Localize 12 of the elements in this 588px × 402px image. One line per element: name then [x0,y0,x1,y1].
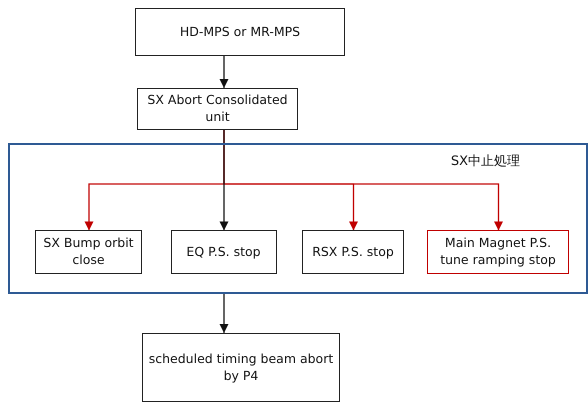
group-box [8,143,588,294]
process-box: RSX P.S. stop [302,230,404,274]
process-box: HD-MPS or MR-MPS [135,8,345,56]
process-box: SX Bump orbit close [35,230,142,274]
arrow [219,130,229,230]
arrow [219,294,229,333]
process-box: Main Magnet P.S. tune ramping stop [427,230,569,274]
process-box: SX Abort Consolidated unit [137,88,298,130]
process-box: EQ P.S. stop [170,230,276,274]
process-box: scheduled timing beam abort by P4 [142,333,340,402]
group-heading: SX中止処理 [450,153,520,171]
arrow [219,56,229,88]
